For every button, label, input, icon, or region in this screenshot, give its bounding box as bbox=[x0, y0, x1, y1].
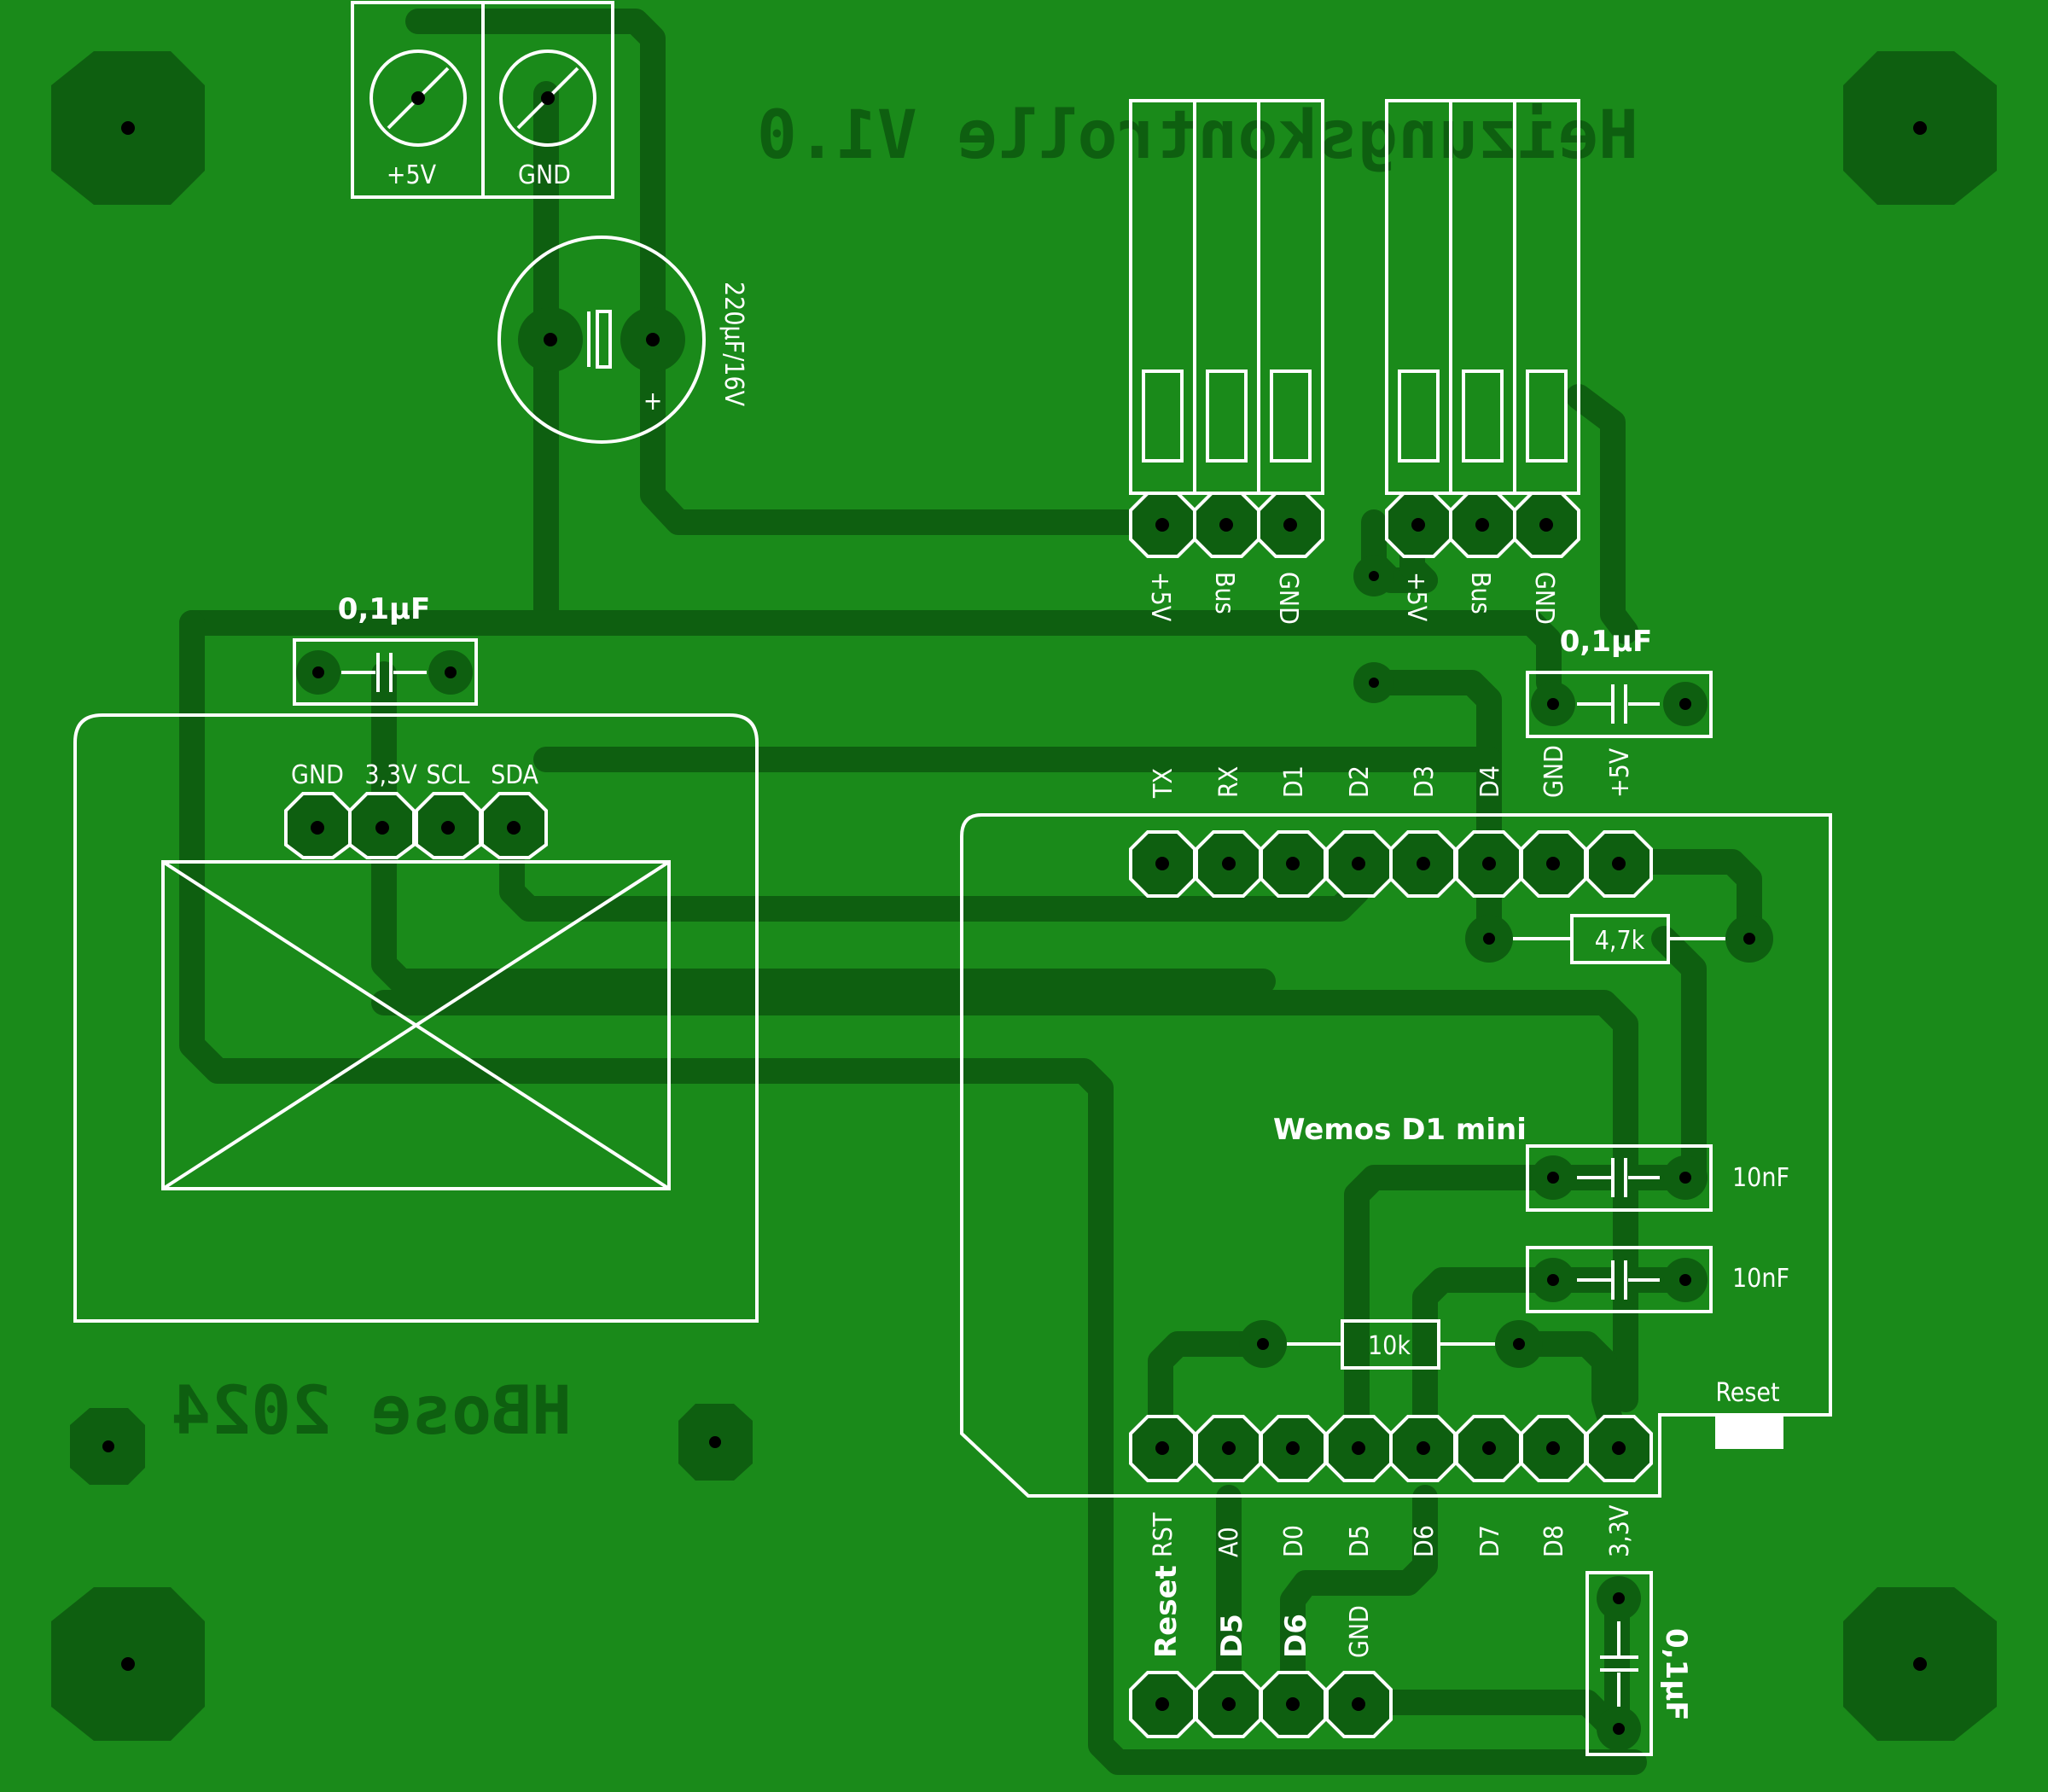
electrolytic-cap-value: 220µF/16V bbox=[719, 282, 748, 407]
sensor1-pin-bus: Bus bbox=[1209, 572, 1239, 614]
board-title-mirrored: Heizungskontrolle V1.0 bbox=[757, 97, 1638, 174]
wemos-pin-d0: D0 bbox=[1279, 1525, 1309, 1557]
sensor2-pin-5v: +5V bbox=[1401, 572, 1431, 622]
sensor1-pin-gnd: GND bbox=[1273, 572, 1303, 625]
cap-top-right-value: 0,1µF bbox=[1560, 625, 1652, 659]
display-pin-gnd: GND bbox=[291, 760, 344, 790]
reset-button[interactable] bbox=[1715, 1417, 1783, 1449]
resistor-pullup-value: 4,7k bbox=[1595, 926, 1645, 956]
capacitor-bottom: 0,1µF bbox=[1585, 1571, 1693, 1756]
cap-10nf-1-value: 10nF bbox=[1732, 1163, 1789, 1193]
wemos-pin-5v: +5V bbox=[1605, 748, 1635, 798]
resistor-reset: 10k bbox=[1239, 1319, 1543, 1370]
display-module: GND 3,3V SCL SDA bbox=[73, 713, 759, 1323]
wemos-pin-tx: TX bbox=[1149, 768, 1178, 799]
wemos-pin-d1: D1 bbox=[1279, 765, 1309, 798]
capacitor-top-right: 0,1µF bbox=[1526, 625, 1713, 738]
bottom-header-pin-gnd: GND bbox=[1345, 1605, 1375, 1658]
sensor2-pin-gnd: GND bbox=[1529, 572, 1559, 625]
wemos-label: Wemos D1 mini bbox=[1273, 1113, 1527, 1147]
resistor-reset-value: 10k bbox=[1368, 1331, 1411, 1361]
wemos-pin-rst: RST bbox=[1149, 1512, 1178, 1557]
sensor2-pin-bus: Bus bbox=[1465, 572, 1495, 614]
electrolytic-capacitor: + 220µF/16V bbox=[497, 236, 748, 444]
wemos-reset-label: Reset bbox=[1715, 1378, 1779, 1408]
mounting-holes bbox=[51, 51, 1997, 1741]
bottom-header-pin-reset: Reset bbox=[1149, 1565, 1184, 1658]
wemos-pin-d6: D6 bbox=[1410, 1525, 1440, 1557]
display-pin-scl: SCL bbox=[426, 760, 469, 790]
terminal-label-gnd: GND bbox=[518, 160, 571, 190]
wemos-top-header: TX RX D1 D2 D3 D4 GND +5V bbox=[1129, 745, 1653, 898]
electrolytic-cap-polarity: + bbox=[643, 387, 663, 416]
capacitor-10nf-2: 10nF bbox=[1526, 1246, 1789, 1313]
sensor-connector-2: +5V Bus GND bbox=[1385, 99, 1580, 625]
bottom-header: Reset D5 D6 GND bbox=[1129, 1565, 1393, 1738]
wemos-bottom-header: RST A0 D0 D5 D6 D7 D8 3,3V bbox=[1129, 1415, 1653, 1557]
wemos-pin-d2: D2 bbox=[1345, 765, 1375, 798]
capacitor-display: 0,1µF bbox=[293, 592, 478, 706]
display-pin-sda: SDA bbox=[491, 760, 538, 790]
wemos-pin-rx: RX bbox=[1214, 766, 1244, 798]
wemos-pin-d7: D7 bbox=[1475, 1525, 1505, 1557]
terminal-label-5v: +5V bbox=[387, 160, 437, 190]
wemos-pin-a0: A0 bbox=[1214, 1527, 1244, 1557]
capacitor-10nf-1: 10nF bbox=[1526, 1144, 1789, 1212]
sensor-connector-1: +5V Bus GND bbox=[1129, 99, 1324, 625]
cap-bottom-value: 0,1µF bbox=[1659, 1628, 1693, 1720]
display-pin-3v3: 3,3V bbox=[364, 760, 417, 790]
resistor-pullup: 4,7k bbox=[1465, 914, 1773, 964]
wemos-d1-mini: Reset Wemos D1 mini bbox=[960, 745, 1832, 1557]
wemos-pin-d8: D8 bbox=[1539, 1525, 1569, 1557]
wemos-pin-d4: D4 bbox=[1475, 765, 1505, 798]
bottom-header-pin-d6: D6 bbox=[1279, 1614, 1313, 1658]
cap-display-value: 0,1µF bbox=[338, 592, 430, 626]
wemos-pin-gnd: GND bbox=[1539, 745, 1569, 798]
board-author-mirrored: HBose 2024 bbox=[171, 1373, 572, 1450]
wemos-pin-d5: D5 bbox=[1345, 1525, 1375, 1557]
sensor1-pin-5v: +5V bbox=[1145, 572, 1175, 622]
bottom-header-pin-d5: D5 bbox=[1215, 1614, 1249, 1658]
cap-10nf-2-value: 10nF bbox=[1732, 1264, 1789, 1294]
wemos-pin-d3: D3 bbox=[1410, 765, 1440, 798]
wemos-pin-3v3: 3,3V bbox=[1605, 1504, 1635, 1557]
copper-traces bbox=[179, 9, 1762, 1775]
power-terminal: +5V GND bbox=[351, 1, 614, 199]
